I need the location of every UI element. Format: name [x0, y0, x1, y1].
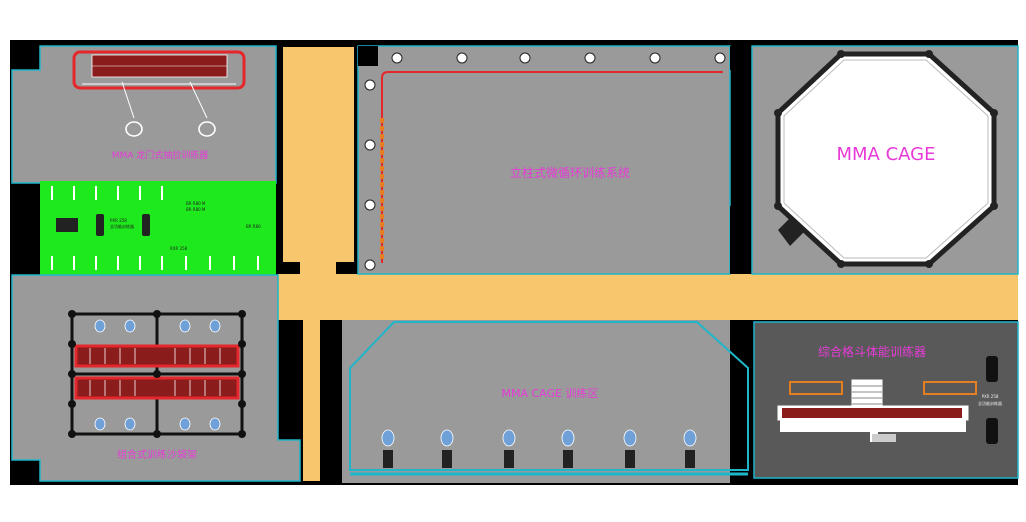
room-top-left-label: MMA 龙门式抽拉训练器	[112, 149, 209, 161]
cage-area-outline	[349, 321, 749, 471]
green-note: 全功能训练器	[110, 223, 134, 229]
room-top-left: MMA 龙门式抽拉训练器	[11, 45, 277, 184]
punching-bag-icon	[94, 319, 221, 431]
room-bottom-right-label: 综合格斗体能训练器	[818, 344, 926, 359]
right-note: 全功能训练器	[978, 400, 1002, 406]
room-bottom-left: 组合式训练沙袋架	[11, 274, 301, 482]
room-bottom-middle: MMA CAGE 训练区	[320, 320, 752, 483]
green-note: BR R80 M	[186, 207, 206, 212]
cage-door-icon	[778, 216, 804, 246]
corridor	[278, 47, 1018, 481]
punching-bag-icon	[125, 121, 216, 137]
combat-rig	[777, 379, 977, 442]
room-bottom-left-label: 组合式训练沙袋架	[117, 448, 197, 461]
rail-line	[381, 71, 723, 263]
mma-cage-label: MMA CAGE	[837, 144, 936, 165]
room-bottom-middle-label: MMA CAGE 训练区	[502, 386, 599, 400]
green-zone: PXR 258 全功能训练器 BR R80 M BR R80 M BR R80 …	[40, 181, 276, 275]
training-machine-icon	[986, 356, 998, 444]
room-bottom-right: PXR 258 全功能训练器 综合格斗体能训练器	[753, 321, 1019, 479]
cable-line	[121, 81, 208, 119]
cage-post-icon	[774, 50, 998, 268]
room-top-middle: 立柱式微循环训练系统	[357, 45, 752, 275]
green-note: RXR 258	[170, 246, 188, 251]
frame-joint-icon	[68, 310, 246, 438]
right-note: PXR 258	[982, 394, 999, 399]
pillar-post-icon	[364, 52, 726, 271]
training-machine-icon	[56, 214, 150, 236]
green-note: PXR 258	[110, 218, 127, 223]
room-mma-cage: MMA CAGE	[751, 45, 1019, 275]
gantry-rig	[72, 50, 246, 90]
room-top-middle-label: 立柱式微循环训练系统	[510, 165, 630, 180]
green-note: BR R80	[246, 224, 261, 229]
punching-bag-icon	[381, 429, 697, 468]
green-note: BR R80 M	[186, 201, 206, 206]
